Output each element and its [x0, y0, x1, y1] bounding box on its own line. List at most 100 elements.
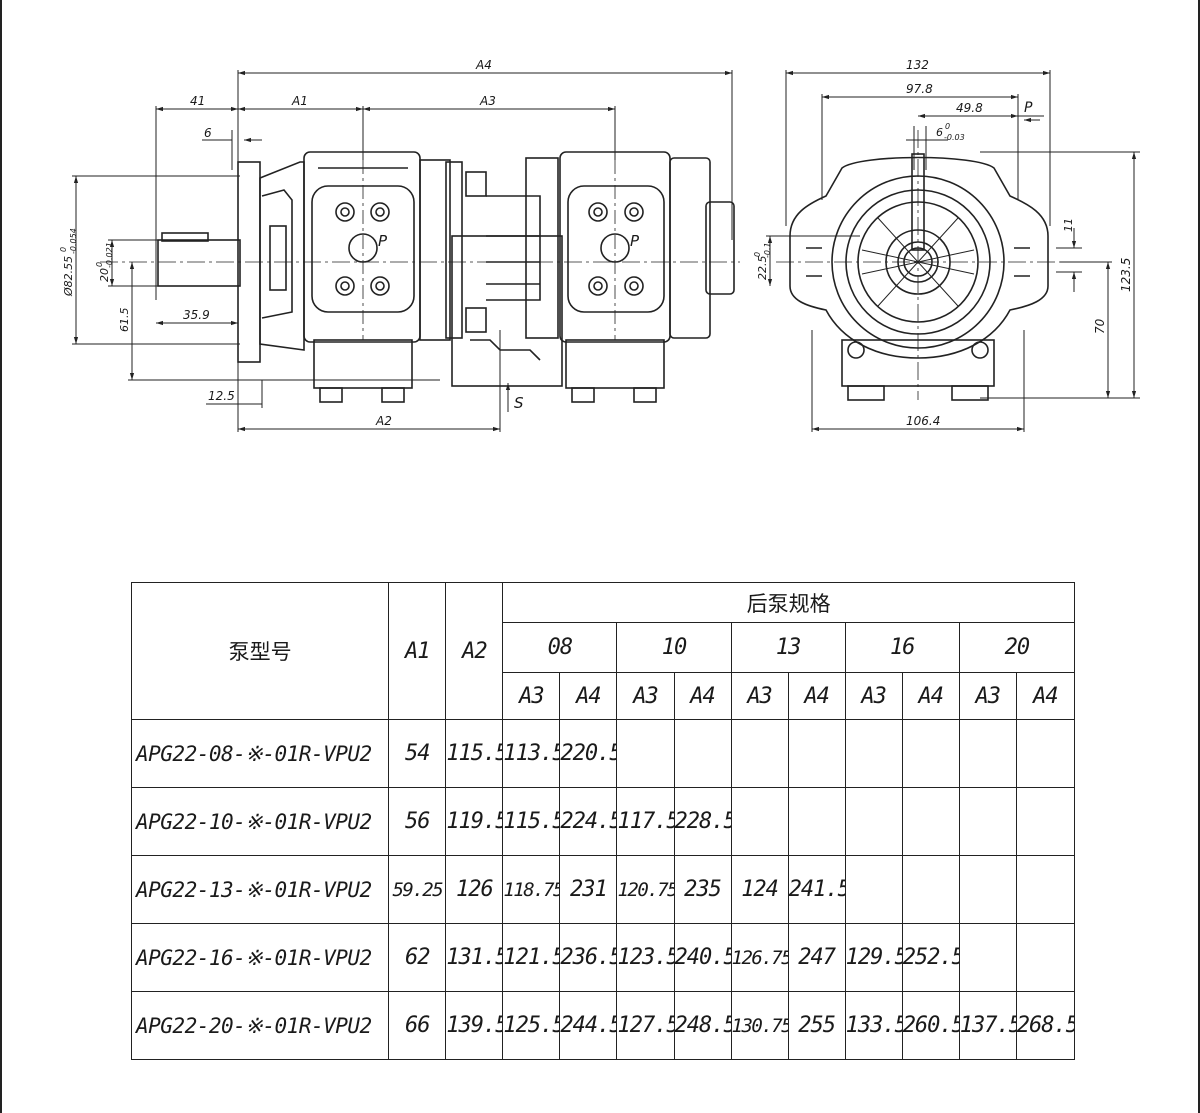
table-cell: 66	[388, 991, 447, 1060]
dim-70: 70	[1093, 318, 1107, 334]
coupling-housing	[419, 159, 451, 341]
side-body-outline	[789, 156, 1049, 359]
side-port-block	[841, 339, 995, 387]
table-cell: 241.5	[787, 855, 846, 924]
table-cell: 127.5	[616, 991, 675, 1060]
table-cell	[787, 719, 846, 788]
table-cell: 56	[388, 787, 447, 856]
dim-a3: A3	[479, 94, 496, 108]
table-cell: 113.5	[502, 719, 561, 788]
table-cell: 117.5	[616, 787, 675, 856]
dim-22-5-tol: -0.1	[763, 242, 772, 258]
table-cell: 247	[787, 923, 846, 992]
table-cell: 260.5	[901, 991, 960, 1060]
table-cell: 59.25	[388, 855, 447, 924]
model-cell: APG22-10-※-01R-VPU2	[130, 787, 390, 856]
dim-phi-tol-top: 0	[59, 247, 68, 252]
sub-header: A4	[787, 672, 846, 720]
dim-41: 41	[190, 94, 205, 108]
table-cell	[901, 855, 960, 924]
side-labels: 132 97.8 49.8 P 6 -0.03 0 106.4 22.5 -0.…	[753, 58, 1133, 428]
label-p-side: P	[1024, 100, 1033, 116]
table-cell	[1015, 923, 1076, 992]
dim-106-4: 106.4	[906, 414, 940, 428]
dim-132: 132	[906, 58, 929, 72]
table-cell: 235	[673, 855, 732, 924]
port-p-front: P	[378, 232, 388, 250]
table-cell: 248.5	[673, 991, 732, 1060]
header-row-1: 泵型号 A1 A2 后泵规格	[130, 582, 1075, 720]
end-cover	[669, 157, 711, 339]
front-port-block	[313, 339, 413, 389]
size-header: 16	[844, 622, 960, 673]
table-cell: 220.5	[559, 719, 618, 788]
sub-header: A3	[958, 672, 1017, 720]
table-cell: 231	[559, 855, 618, 924]
side-dimensions	[766, 70, 1140, 432]
table-cell	[730, 719, 789, 788]
dim-shaft-tol: -0.021	[105, 242, 114, 268]
table-cell	[958, 923, 1017, 992]
sub-header: A3	[844, 672, 903, 720]
model-cell: APG22-16-※-01R-VPU2	[130, 923, 390, 992]
table-cell	[844, 855, 903, 924]
table-cell: 131.5	[445, 923, 504, 992]
size-header: 13	[730, 622, 846, 673]
a2-header: A2	[445, 582, 504, 720]
sub-header: A3	[730, 672, 789, 720]
drive-shaft	[157, 239, 241, 287]
a1-header: A1	[388, 582, 447, 720]
table-cell: 120.75	[616, 855, 675, 924]
dim-key-tol: -0.03	[944, 133, 965, 142]
table-cell: 240.5	[673, 923, 732, 992]
table-cell: 54	[388, 719, 447, 788]
sub-header: A3	[502, 672, 561, 720]
rear-port-block	[565, 339, 665, 389]
technical-drawing: A4 A1 A3 41 6 35.9 12.5 A2 S P P Ø82.55 …	[59, 58, 1140, 432]
table-cell	[901, 719, 960, 788]
dim-123-5: 123.5	[1119, 258, 1133, 292]
size-header: 10	[616, 622, 732, 673]
dim-a1: A1	[291, 94, 308, 108]
table-cell: 130.75	[730, 991, 789, 1060]
dim-12-5: 12.5	[208, 389, 235, 403]
table-cell: 62	[388, 923, 447, 992]
sub-header: A4	[673, 672, 732, 720]
dim-61-5: 61.5	[118, 308, 131, 333]
dim-key-6: 6	[936, 126, 943, 139]
table-cell	[616, 719, 675, 788]
table-cell	[730, 787, 789, 856]
spec-table: 泵型号 A1 A2 后泵规格 08 10 13 16 20 A3 A4 A3 A…	[130, 582, 1076, 1060]
table-cell: 115.5	[502, 787, 561, 856]
table-cell: 125.5	[502, 991, 561, 1060]
table-cell: 123.5	[616, 923, 675, 992]
table-cell: 121.5	[502, 923, 561, 992]
table-cell	[958, 787, 1017, 856]
table-cell	[787, 787, 846, 856]
table-cell: 126	[445, 855, 504, 924]
port-p-rear: P	[630, 232, 640, 250]
dim-key-tol-top: 0	[945, 122, 950, 131]
table-cell: 139.5	[445, 991, 504, 1060]
sub-header: A4	[559, 672, 618, 720]
table-cell: 255	[787, 991, 846, 1060]
model-cell: APG22-20-※-01R-VPU2	[130, 991, 390, 1060]
dim-97-8: 97.8	[906, 82, 933, 96]
table-cell	[1015, 855, 1076, 924]
table-cell: 119.5	[445, 787, 504, 856]
label-s: S	[514, 394, 524, 412]
dim-22-5: 22.5	[756, 256, 769, 281]
table-cell: 244.5	[559, 991, 618, 1060]
dim-49-8: 49.8	[956, 101, 983, 115]
table-cell	[901, 787, 960, 856]
dim-a4: A4	[475, 58, 492, 72]
table-cell: 124	[730, 855, 789, 924]
front-pump-body	[303, 151, 421, 343]
header-row-3: A3 A4 A3 A4 A3 A4 A3 A4 A3 A4	[132, 672, 1076, 720]
table-cell: 133.5	[844, 991, 903, 1060]
rear-port-bolts	[588, 202, 644, 296]
